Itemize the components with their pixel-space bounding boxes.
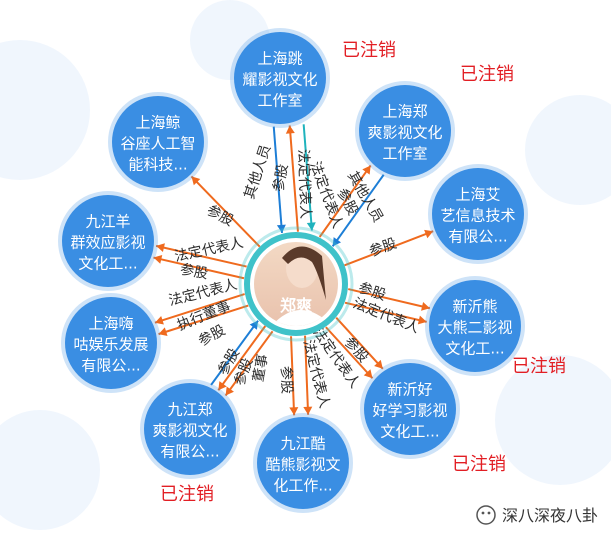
revoked-status-label: 已注销 xyxy=(460,64,514,85)
edge-label: 法定代表人 xyxy=(351,295,422,336)
center-person-node[interactable]: 郑爽 xyxy=(238,226,354,342)
revoked-status-label: 已注销 xyxy=(452,454,506,475)
company-name-line: 上海郑 xyxy=(382,103,427,121)
company-name-line: 艺信息技术 xyxy=(440,207,515,225)
relation-arrow xyxy=(154,293,245,325)
company-name-line: 有限公... xyxy=(448,228,507,246)
company-name-line: 酷熊影视文 xyxy=(265,456,340,474)
company-name-line: 工作室 xyxy=(257,92,302,110)
edge-label: 参股 xyxy=(179,261,210,283)
center-person-name: 郑爽 xyxy=(280,296,312,315)
relation-arrow xyxy=(217,325,267,391)
company-name-line: 有限公... xyxy=(81,357,140,375)
company-name-line: 谷座人工智 xyxy=(120,135,195,153)
company-name-line: 上海嗨 xyxy=(88,315,133,333)
company-node[interactable]: 上海鲸谷座人工智能科技... xyxy=(108,92,208,192)
edge-label: 参股 xyxy=(367,235,399,261)
company-name-line: 文化工... xyxy=(380,423,439,441)
company-node[interactable]: 九江羊群效应影视文化工... xyxy=(58,191,158,291)
company-name-line: 新沂熊 xyxy=(452,298,497,316)
nodes-layer: 上海跳耀影视文化工作室上海郑爽影视文化工作室上海艾艺信息技术有限公...新沂熊大… xyxy=(58,28,528,513)
company-name-line: 大熊二影视 xyxy=(437,319,512,337)
edge-label: 参股 xyxy=(278,366,296,395)
relation-arrow xyxy=(158,304,249,336)
relation-arrow xyxy=(331,174,385,247)
company-name-line: 咕娱乐发展 xyxy=(73,336,148,354)
relation-arrow xyxy=(190,175,261,248)
relation-arrow xyxy=(155,243,247,268)
company-name-line: 爽影视文化 xyxy=(152,422,227,440)
company-name-line: 上海跳 xyxy=(257,50,302,68)
company-name-line: 爽影视文化 xyxy=(367,124,442,142)
company-name-line: 九江郑 xyxy=(167,401,212,419)
edge-label: 法定代表人 xyxy=(295,149,313,220)
relation-arrow xyxy=(224,330,274,397)
edge-label: 其他人员 xyxy=(242,143,275,201)
relation-arrow xyxy=(210,320,259,386)
company-node[interactable]: 新沂熊大熊二影视文化工... xyxy=(425,276,525,376)
company-node[interactable]: 上海艾艺信息技术有限公... xyxy=(428,164,528,264)
company-name-line: 九江酷 xyxy=(280,435,325,453)
company-name-line: 文化工... xyxy=(78,255,137,273)
company-name-line: 九江羊 xyxy=(85,213,130,231)
watermark-text: 深八深夜八卦 xyxy=(502,506,598,525)
relation-arrow xyxy=(303,335,313,415)
relation-arrow xyxy=(344,229,434,267)
relation-arrow xyxy=(344,301,427,325)
company-name-line: 上海鲸 xyxy=(135,114,180,132)
company-name-line: 工作室 xyxy=(382,145,427,163)
revoked-status-label: 已注销 xyxy=(342,40,396,61)
company-node[interactable]: 上海嗨咕娱乐发展有限公... xyxy=(61,293,161,393)
company-name-line: 耀影视文化 xyxy=(242,71,317,89)
company-node[interactable]: 新沂好好学习影视文化工... xyxy=(360,359,460,459)
company-name-line: 化工作... xyxy=(273,477,332,495)
relation-arrow xyxy=(285,125,299,232)
relation-arrow xyxy=(153,254,245,280)
company-name-line: 群效应影视 xyxy=(70,234,145,252)
wechat-icon xyxy=(476,505,496,525)
relation-arrow xyxy=(302,124,316,231)
company-name-line: 上海艾 xyxy=(455,186,500,204)
edge-label: 法定代表人 xyxy=(173,235,245,265)
company-name-line: 能科技... xyxy=(128,156,187,174)
company-name-line: 有限公... xyxy=(160,443,219,461)
edge-label: 参股 xyxy=(270,163,292,194)
company-name-line: 新沂好 xyxy=(387,381,432,399)
company-node[interactable]: 九江郑爽影视文化有限公... xyxy=(140,379,240,479)
relation-arrow xyxy=(272,126,286,234)
relation-arrow xyxy=(335,317,384,370)
background-watermark xyxy=(0,0,611,530)
relation-arrow xyxy=(289,336,299,416)
company-name-line: 文化工... xyxy=(445,340,504,358)
relation-arrow xyxy=(347,288,431,311)
company-node[interactable]: 九江酷酷熊影视文化工作... xyxy=(253,413,353,513)
relation-arrow xyxy=(318,164,372,238)
revoked-status-label: 已注销 xyxy=(160,484,214,505)
edges-layer xyxy=(153,124,434,416)
revoked-status-label: 已注销 xyxy=(512,356,566,377)
source-watermark: 深八深夜八卦 xyxy=(476,505,598,525)
edge-label: 董事 xyxy=(251,353,272,383)
relation-arrow xyxy=(325,326,374,379)
company-name-line: 好学习影视 xyxy=(372,402,447,420)
